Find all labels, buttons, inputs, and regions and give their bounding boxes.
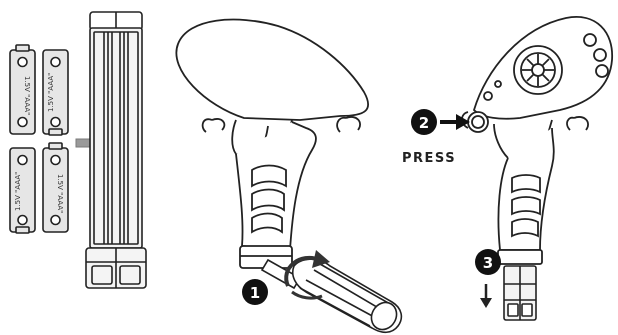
battery-bottom-right: 1.5V "AAA" bbox=[43, 143, 68, 232]
device-side-view bbox=[176, 20, 368, 268]
step-3-number: 3 bbox=[483, 254, 493, 272]
step-2-number: 2 bbox=[419, 114, 429, 132]
battery-bottom-left: 1.5V "AAA" bbox=[10, 148, 35, 233]
step-2-marker: 2 bbox=[411, 109, 437, 135]
device-back-view bbox=[462, 17, 612, 264]
down-arrow bbox=[480, 284, 492, 308]
batteries-panel: 1.5V "AAA" 1.5V "AAA" 1.5V "AAA" 1.5V "A… bbox=[10, 45, 68, 233]
step-1-marker: 1 bbox=[242, 279, 268, 305]
battery-label: 1.5V "AAA" bbox=[23, 76, 31, 115]
battery-top-left: 1.5V "AAA" bbox=[10, 45, 35, 134]
battery-label: 1.5V "AAA" bbox=[14, 172, 22, 211]
battery-cartridge bbox=[86, 12, 146, 288]
press-arrow bbox=[440, 114, 470, 130]
battery-top-right: 1.5V "AAA" bbox=[43, 50, 68, 135]
step-1-number: 1 bbox=[250, 284, 260, 302]
battery-label: 1.5V "AAA" bbox=[56, 174, 64, 213]
cartridge-removed bbox=[504, 266, 536, 320]
battery-label: 1.5V "AAA" bbox=[47, 73, 55, 112]
step-3-marker: 3 bbox=[475, 249, 501, 275]
screwdriver bbox=[262, 259, 401, 334]
press-label: PRESS bbox=[402, 151, 456, 166]
